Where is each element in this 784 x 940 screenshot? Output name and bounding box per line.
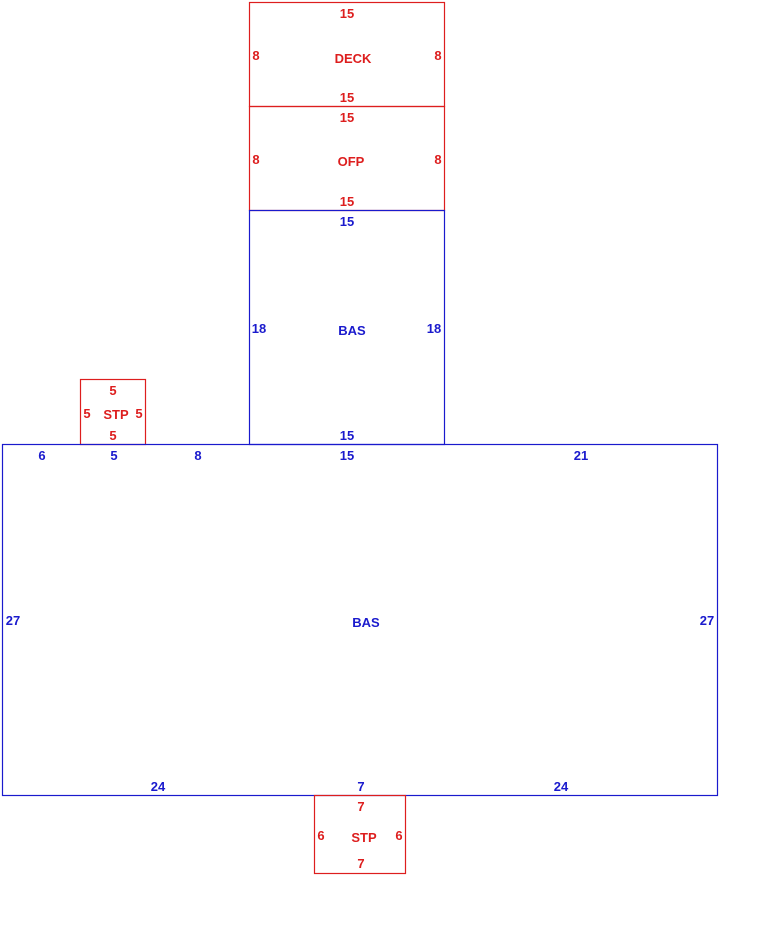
bas-upper-area: 15 18 BAS 18 15 (248, 209, 446, 446)
ofp-label: OFP (338, 154, 365, 169)
deck-left-dimension: 8 (252, 48, 259, 63)
stp-bottom-label: STP (351, 830, 377, 845)
bas-main-left-dimension: 27 (6, 613, 20, 628)
stp-left-left-dimension: 5 (83, 406, 90, 421)
bas-upper-label: BAS (338, 323, 366, 338)
stp-bottom-left-dimension: 6 (317, 828, 324, 843)
ofp-right-dimension: 8 (434, 152, 441, 167)
bas-main-bottom-dimension-3: 24 (554, 779, 569, 794)
bas-main-right-dimension: 27 (700, 613, 714, 628)
ofp-bottom-dimension: 15 (340, 194, 354, 209)
bas-upper-left-dimension: 18 (252, 321, 266, 336)
bas-main-area: 6 5 8 15 21 27 BAS 27 24 7 24 (1, 443, 719, 797)
bas-upper-right-dimension: 18 (427, 321, 441, 336)
deck-right-dimension: 8 (434, 48, 441, 63)
stp-bottom-bottom-dimension: 7 (357, 856, 364, 871)
stp-bottom-right-dimension: 6 (395, 828, 402, 843)
bas-upper-bottom-dimension: 15 (340, 428, 354, 443)
deck-area: 15 8 DECK 8 15 (248, 1, 446, 108)
bas-main-top-dimension-1: 6 (38, 448, 45, 463)
ofp-top-dimension: 15 (340, 110, 354, 125)
ofp-area: 15 8 OFP 8 15 (248, 105, 446, 212)
bas-upper-top-dimension: 15 (340, 214, 354, 229)
stp-left-bottom-dimension: 5 (109, 428, 116, 443)
stp-bottom-area: 7 6 STP 6 7 (313, 794, 407, 875)
bas-main-top-dimension-4: 15 (340, 448, 354, 463)
stp-bottom-outline (313, 794, 407, 875)
bas-main-bottom-dimension-1: 24 (151, 779, 166, 794)
bas-main-top-dimension-3: 8 (194, 448, 201, 463)
bas-main-top-dimension-5: 21 (574, 448, 588, 463)
stp-left-right-dimension: 5 (135, 406, 142, 421)
ofp-left-dimension: 8 (252, 152, 259, 167)
stp-left-label: STP (103, 407, 129, 422)
deck-bottom-dimension: 15 (340, 90, 354, 105)
deck-label: DECK (335, 51, 372, 66)
bas-main-label: BAS (352, 615, 380, 630)
stp-left-top-dimension: 5 (109, 383, 116, 398)
deck-top-dimension: 15 (340, 6, 354, 21)
bas-main-bottom-dimension-2: 7 (357, 779, 364, 794)
stp-bottom-top-dimension: 7 (357, 799, 364, 814)
bas-main-top-dimension-2: 5 (110, 448, 117, 463)
stp-left-area: 5 5 STP 5 5 (79, 378, 147, 446)
